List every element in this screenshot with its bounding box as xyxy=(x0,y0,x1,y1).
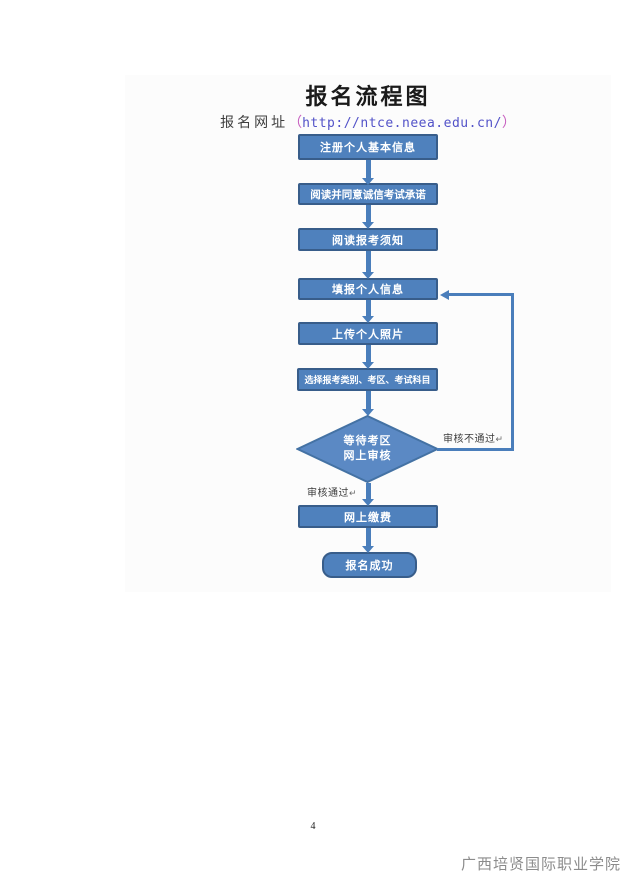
flow-step-upload-photo: 上传个人照片 xyxy=(298,322,438,345)
url-line-prefix: 报名网址 xyxy=(220,116,289,131)
approved-text: 审核通过 xyxy=(307,488,349,499)
registration-url-line: 报名网址（http://ntce.neea.edu.cn/） xyxy=(125,112,611,132)
paren-open: （ xyxy=(288,116,303,131)
arrow-head-icon xyxy=(362,222,374,229)
arrow-head-icon xyxy=(362,546,374,553)
arrow-shaft xyxy=(365,160,371,179)
return-mark-icon: ↵ xyxy=(349,488,358,498)
flow-step-agree-honesty: 阅读并同意诚信考试承诺 xyxy=(298,183,438,205)
page-title: 报名流程图 xyxy=(305,84,431,109)
arrow-down-2 xyxy=(362,205,374,229)
arrow-head-icon xyxy=(362,409,374,416)
flow-decision-review: 等待考区 网上审核 xyxy=(296,415,439,483)
loop-line-top-segment xyxy=(448,293,514,296)
arrow-head-icon xyxy=(362,362,374,369)
edge-label-approved: 审核通过↵ xyxy=(307,484,357,499)
arrow-head-icon xyxy=(362,499,374,506)
arrow-down-8 xyxy=(362,528,374,553)
flow-step-register-info: 注册个人基本信息 xyxy=(298,134,438,160)
decision-diamond-shape xyxy=(296,415,439,483)
return-mark-icon: ↵ xyxy=(495,434,504,444)
flow-step-read-notice: 阅读报考须知 xyxy=(298,228,438,251)
institution-watermark: 广西培贤国际职业学院 xyxy=(460,856,621,873)
decision-line2: 网上审核 xyxy=(343,450,392,462)
arrow-down-1 xyxy=(362,160,374,185)
decision-line1: 等待考区 xyxy=(343,435,392,448)
arrow-down-6 xyxy=(362,391,374,416)
registration-url-link[interactable]: http://ntce.neea.edu.cn/ xyxy=(302,116,502,131)
arrow-shaft xyxy=(365,391,371,410)
page-number: 4 xyxy=(310,821,316,832)
arrow-head-icon xyxy=(362,178,374,185)
loop-line-vertical-segment xyxy=(511,293,514,451)
arrow-shaft xyxy=(365,345,371,363)
arrow-down-3 xyxy=(362,251,374,279)
arrow-shaft xyxy=(365,251,371,273)
arrow-down-5 xyxy=(362,345,374,369)
arrow-down-4 xyxy=(362,300,374,323)
flow-step-select-category: 选择报考类别、考区、考试科目 xyxy=(297,368,438,391)
flow-step-fill-info: 填报个人信息 xyxy=(298,278,438,300)
flow-step-success: 报名成功 xyxy=(322,552,417,578)
loop-line-bottom-segment xyxy=(437,448,514,451)
arrow-head-icon xyxy=(362,316,374,323)
arrow-shaft xyxy=(365,483,371,500)
paren-close: ） xyxy=(501,116,516,131)
not-approved-text: 审核不通过 xyxy=(443,434,496,445)
arrow-down-7 xyxy=(362,483,374,506)
arrow-shaft xyxy=(365,528,371,547)
flow-step-pay-online: 网上缴费 xyxy=(298,505,438,528)
arrow-head-icon xyxy=(362,272,374,279)
loop-arrow-head-icon xyxy=(440,290,449,300)
arrow-shaft xyxy=(365,205,371,223)
edge-label-not-approved: 审核不通过↵ xyxy=(443,430,504,445)
arrow-shaft xyxy=(365,300,371,317)
